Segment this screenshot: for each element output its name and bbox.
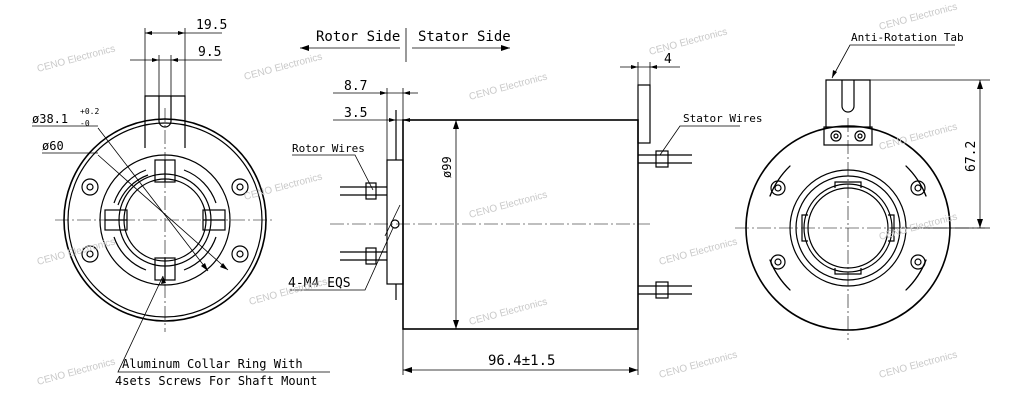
watermark: CENO Electronics [468, 189, 549, 220]
watermark: CENO Electronics [468, 296, 549, 327]
dim-9-5: 9.5 [198, 45, 221, 60]
rotor-side-label: Rotor Side [316, 29, 400, 45]
watermark: CENO Electronics [648, 26, 729, 57]
right-face-view [735, 44, 990, 340]
watermark: CENO Electronics [468, 71, 549, 102]
stator-wires-label: Stator Wires [683, 112, 762, 125]
dim-bore-dia: ø38.1 [32, 112, 68, 126]
dim-19-5: 19.5 [196, 18, 227, 33]
dim-tab-thickness: 4 [664, 52, 672, 67]
watermark: CENO Electronics [36, 356, 117, 387]
watermark: CENO Electronics [243, 51, 324, 82]
watermark: CENO Electronics [878, 349, 959, 380]
collar-label-line2: 4sets Screws For Shaft Mount [115, 374, 317, 388]
watermark: CENO Electronics [658, 349, 739, 380]
collar-label-line1: Aluminum Collar Ring With [122, 357, 303, 371]
dim-length: 96.4±1.5 [488, 353, 555, 369]
screws-label: 4-M4 EQS [288, 276, 351, 291]
dim-flange-3-5: 3.5 [344, 106, 367, 121]
dim-flange-8-7: 8.7 [344, 79, 367, 94]
dim-tab-height: 67.2 [964, 141, 979, 172]
left-face-view [32, 28, 330, 373]
watermark: CENO Electronics [243, 171, 324, 202]
watermark: CENO Electronics [878, 1, 959, 32]
dim-outer-dia: ø60 [42, 139, 64, 153]
watermark: CENO Electronics [658, 236, 739, 267]
watermark: CENO Electronics [36, 43, 117, 74]
watermark: CENO Electronics [878, 121, 959, 152]
stator-side-label: Stator Side [418, 29, 511, 45]
dim-bore-tol-upper: +0.2 [80, 107, 99, 116]
rotor-wires-label: Rotor Wires [292, 142, 365, 155]
side-view [290, 28, 740, 375]
watermark: CENO Electronics [36, 236, 117, 267]
dim-body-dia: ø99 [440, 156, 454, 178]
dim-bore-tol-lower: -0 [80, 119, 90, 128]
anti-rotation-tab-label: Anti-Rotation Tab [851, 31, 964, 44]
